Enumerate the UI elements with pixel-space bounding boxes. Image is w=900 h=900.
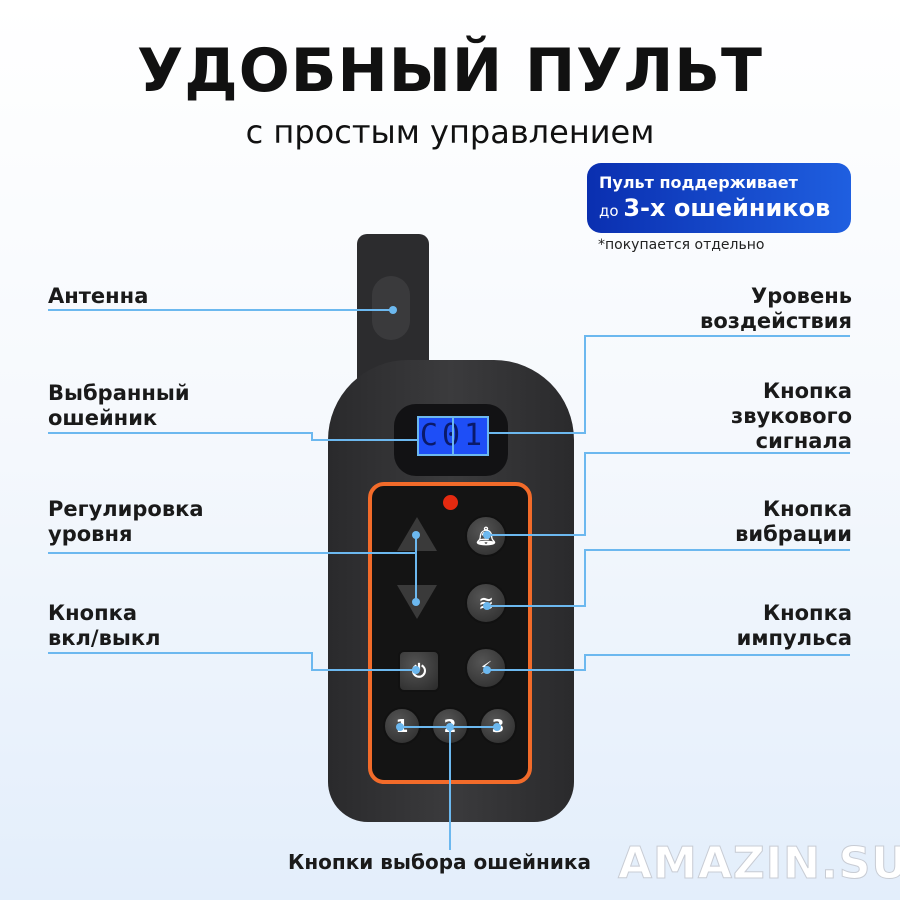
label-line: ошейник [48,406,158,430]
label-line: Выбранный [48,381,190,405]
badge-note: *покупается отдельно [598,237,765,253]
support-badge: Пульт поддерживает до 3-х ошейников [587,163,851,233]
status-led [443,495,458,510]
label-line: Уровень [751,284,852,308]
badge-line2: до 3-х ошейников [599,194,839,222]
page-subtitle: с простым управлением [245,113,655,151]
label-collar-select: Кнопки выбора ошейника [288,850,591,874]
badge-line1: Пульт поддерживает [599,173,798,192]
label-line: Кнопка [762,497,852,521]
label-line: Кнопка [762,601,852,625]
label-line: Кнопка [762,379,852,403]
label-line: вкл/выкл [48,626,161,650]
label-line: Регулировка [48,497,204,521]
label-line: импульса [736,626,852,650]
badge-prefix: до [599,202,619,220]
page-title: УДОБНЫЙ ПУЛЬТ [137,36,763,106]
label-line: вибрации [735,522,852,546]
label-line: Кнопка [48,601,138,625]
label-line: звукового [731,404,852,428]
badge-bold: 3-х ошейников [623,194,831,222]
label-antenna: Антенна [48,284,149,308]
label-line: сигнала [755,429,852,453]
watermark: AMAZIN.SU [617,838,900,890]
label-line: уровня [48,522,133,546]
label-line: воздействия [700,309,852,333]
